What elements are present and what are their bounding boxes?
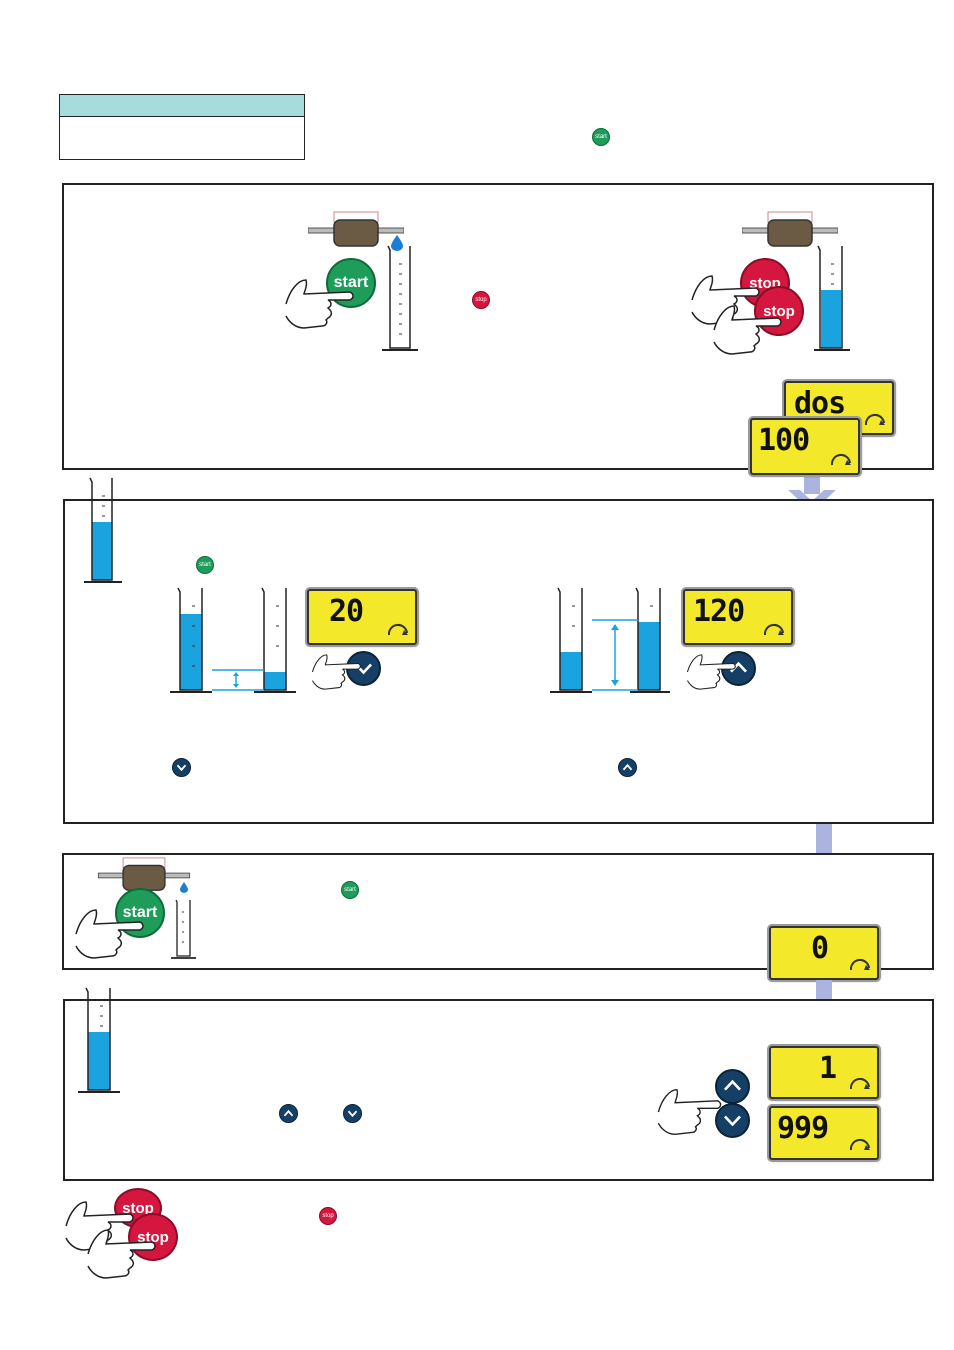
water-drop-icon: [391, 235, 403, 251]
pump-icon-2: [742, 211, 838, 247]
lcd-text-1: 1: [819, 1051, 837, 1086]
start-button-2-label: start: [122, 904, 158, 921]
start-icon-small-label: start: [595, 134, 607, 140]
up-icon-small-2: [279, 1104, 298, 1123]
pointing-hand-icon: [285, 279, 354, 329]
start-button-label: start: [333, 274, 369, 291]
water-drop-icon-2: [180, 882, 188, 893]
rotation-arrow-icon: [849, 1139, 870, 1151]
pointing-hand-icon-6: [75, 909, 144, 959]
measuring-cylinder-full-icon: [814, 245, 850, 351]
lcd-text-999: 999: [777, 1111, 829, 1146]
lcd-text-dos: dos: [794, 386, 846, 421]
rotation-arrow-icon: [864, 414, 885, 426]
header-box-title-bar: [60, 95, 304, 117]
stop-icon-small-2-label: stop: [322, 1213, 334, 1219]
start-icon-small: start: [592, 128, 610, 146]
pointing-hand-icon-9: [87, 1229, 156, 1279]
rotation-arrow-icon: [763, 624, 784, 636]
measuring-cylinder-full-icon-2: [84, 477, 122, 583]
panel-adjust-volume: [63, 499, 934, 824]
stop-button-2[interactable]: stop: [128, 1213, 178, 1261]
start-icon-small-3-label: start: [344, 887, 356, 893]
start-icon-small-2-label: start: [199, 562, 211, 568]
chevron-down-icon: [347, 1110, 358, 1118]
stop-button-2-label: stop: [137, 1228, 169, 1246]
lcd-text-0: 0: [811, 931, 829, 966]
rotation-arrow-icon: [849, 959, 870, 971]
stop-icon-small: stop: [472, 291, 490, 309]
chevron-down-icon: [176, 764, 187, 772]
stop-button-back-2-label: stop: [122, 1199, 154, 1217]
chevron-down-icon: [724, 1115, 741, 1127]
down-icon-small: [172, 758, 191, 777]
chevron-up-icon: [622, 763, 633, 771]
lcd-text-100: 100: [758, 423, 810, 458]
pointing-hand-icon-7: [657, 1089, 722, 1135]
up-button-2[interactable]: [715, 1069, 750, 1104]
rotation-arrow-icon: [830, 454, 851, 466]
pointing-hand-icon-3: [713, 305, 782, 355]
lcd-display-120: 120: [683, 589, 793, 645]
down-button-2[interactable]: [715, 1103, 750, 1138]
start-icon-small-2: start: [196, 556, 214, 574]
stop-button-label: stop: [763, 302, 795, 320]
lcd-display-0: 0: [769, 926, 879, 980]
cylinder-comparison-more: [550, 587, 670, 693]
lcd-display-1: 1: [769, 1046, 879, 1099]
stop-icon-small-2: stop: [319, 1207, 337, 1225]
down-icon-small-2: [343, 1104, 362, 1123]
chevron-up-icon: [283, 1109, 294, 1117]
lcd-display-20: 20: [307, 589, 417, 645]
rotation-arrow-icon: [849, 1078, 870, 1090]
lcd-display-100: 100: [750, 418, 860, 475]
header-box: [59, 94, 305, 160]
pointing-hand-icon-4: [311, 654, 361, 690]
start-icon-small-3: start: [341, 881, 359, 899]
lcd-display-999: 999: [769, 1106, 879, 1160]
stop-icon-small-label: stop: [475, 297, 487, 303]
pump-icon-3: [97, 857, 191, 891]
rotation-arrow-icon: [387, 624, 408, 636]
stop-button[interactable]: stop: [754, 286, 804, 336]
lcd-text-120: 120: [693, 594, 745, 629]
measuring-cylinder-icon: [382, 245, 418, 351]
lcd-text-20: 20: [329, 594, 364, 629]
up-icon-small: [618, 758, 637, 777]
pointing-hand-icon-5: [686, 654, 736, 690]
pump-icon: [308, 211, 404, 247]
measuring-cylinder-full-icon-3: [78, 987, 120, 1093]
chevron-up-icon: [724, 1079, 741, 1091]
cylinder-comparison-less: [170, 587, 296, 693]
measuring-cylinder-icon-2: [171, 899, 196, 959]
